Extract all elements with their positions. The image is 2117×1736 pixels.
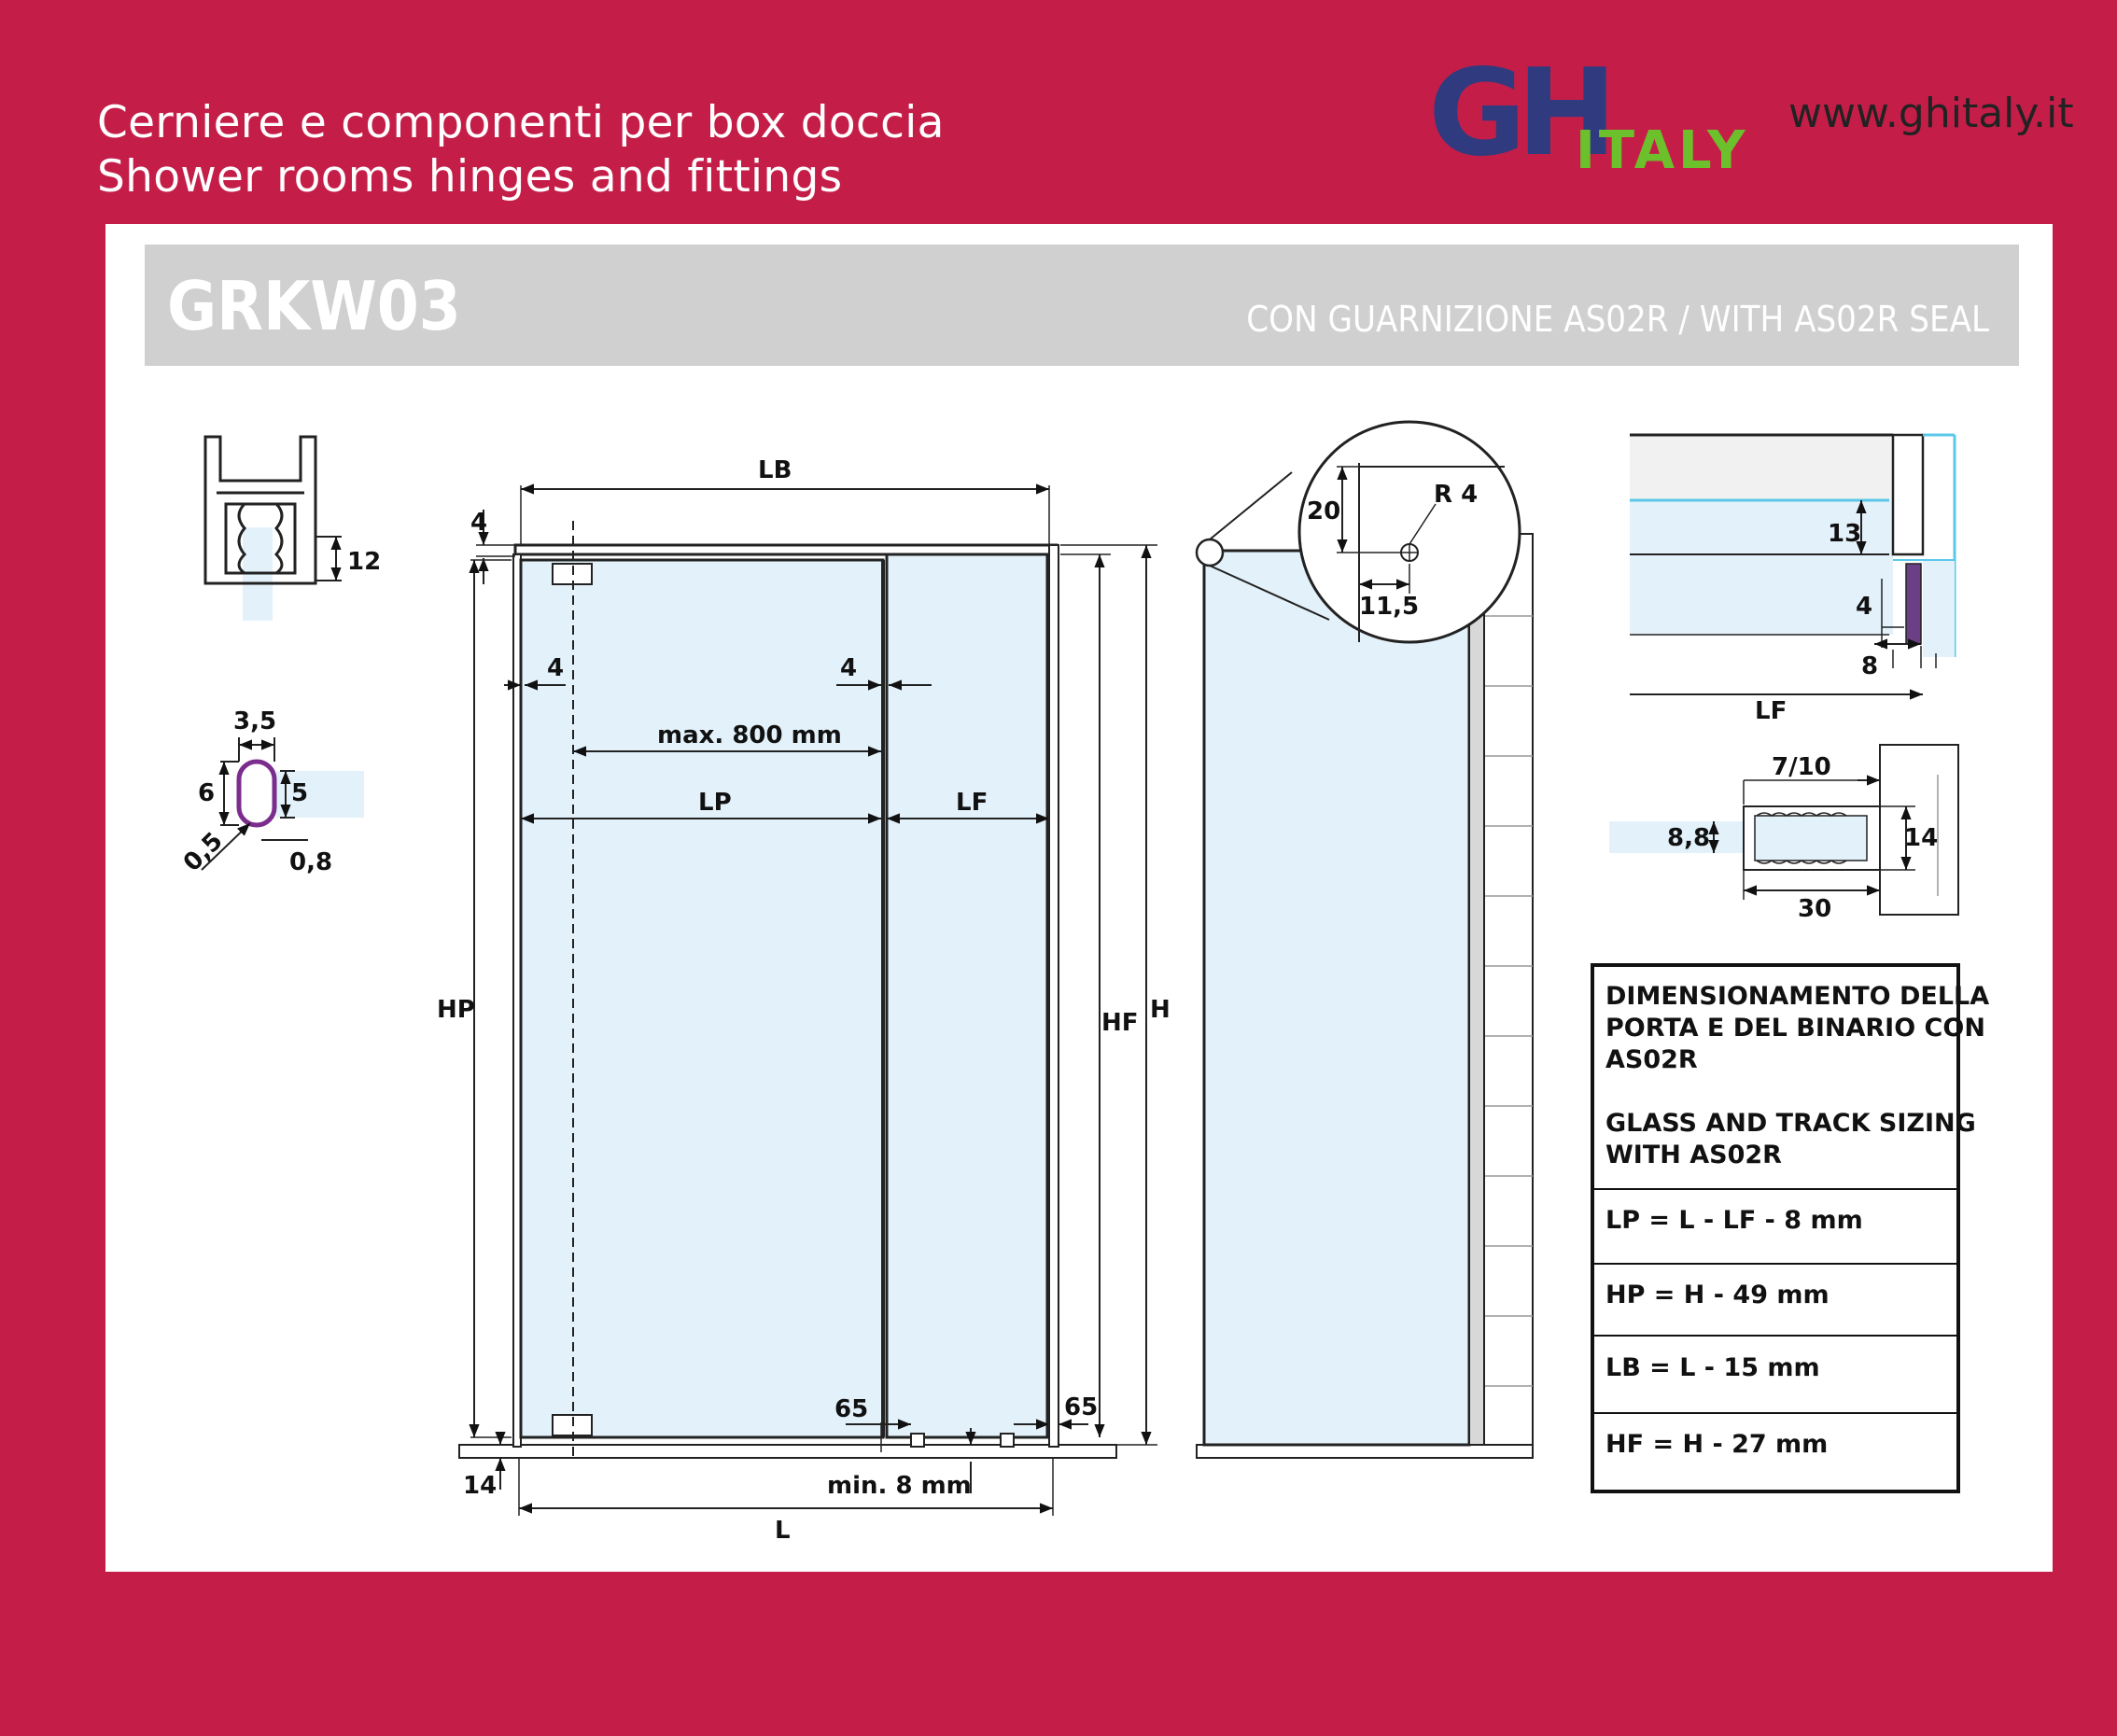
formula-title-en-2: WITH AS02R [1605,1141,1782,1169]
formula-title-en-1: GLASS AND TRACK SIZING [1605,1109,1976,1138]
front-elevation [458,483,1157,1516]
formula-row-lb: LB = L - 15 mm [1605,1353,1820,1382]
dim-lb: LB [758,456,792,484]
dim-lp: LP [698,789,732,817]
track-dim-13: 13 [1828,520,1861,548]
logo-gh: GH [1428,44,1617,183]
clamp-dim-30: 30 [1798,895,1831,923]
dim-top-4: 4 [470,509,487,537]
seal-dim-35: 3,5 [233,707,276,735]
dim-hp: HP [437,996,475,1024]
brand-logo[interactable]: GH ITALY [1428,44,1764,183]
header-title-en: Shower rooms hinges and fittings [97,151,843,203]
title-bar: GRKW03 CON GUARNIZIONE AS02R / WITH AS02… [145,245,2019,366]
dim-left-4: 4 [547,654,564,682]
formula-title-it-2: PORTA E DEL BINARIO CON [1605,1014,1985,1043]
side-elevation [1195,420,1534,1459]
seal-dim-05: 0,5 [178,827,229,877]
dim-hf: HF [1101,1009,1139,1037]
logo-italy: ITALY [1576,120,1749,181]
seal-dim-08: 0,8 [289,848,332,876]
formula-title-it-1: DIMENSIONAMENTO DELLA [1605,982,1989,1011]
dim-max-800: max. 800 mm [657,721,842,749]
formula-row-lp: LP = L - LF - 8 mm [1605,1206,1863,1235]
side-dim-r4: R 4 [1434,481,1478,509]
profile-dim-12: 12 [347,548,381,576]
dim-65-right: 65 [1064,1393,1098,1421]
product-code: GRKW03 [167,267,461,345]
side-dim-20: 20 [1307,497,1340,525]
clamp-detail [1609,744,1959,916]
track-dim-lf: LF [1755,697,1787,725]
formula-row-hp: HP = H - 49 mm [1605,1281,1830,1309]
formula-title-it-3: AS02R [1605,1045,1698,1074]
seal-dim-6: 6 [198,779,215,807]
clamp-dim-710: 7/10 [1772,753,1831,781]
seal-detail [201,737,364,871]
dim-l: L [775,1517,791,1545]
dim-lf: LF [956,789,988,817]
dim-65-left: 65 [834,1395,868,1423]
clamp-dim-88: 8,8 [1667,824,1710,852]
track-dim-4: 4 [1856,593,1872,621]
track-profile-detail [203,435,342,621]
clamp-dim-14: 14 [1904,824,1938,852]
track-section-detail [1630,433,1956,700]
product-subtitle: CON GUARNIZIONE AS02R / WITH AS02R SEAL [1246,299,1989,340]
header-title-it: Cerniere e componenti per box doccia [97,97,945,148]
dim-h: H [1150,996,1171,1024]
track-dim-8: 8 [1861,652,1878,680]
dim-mid-4: 4 [840,654,857,682]
formula-row-hf: HF = H - 27 mm [1605,1430,1828,1459]
dim-bottom-14: 14 [463,1472,497,1500]
side-dim-115: 11,5 [1359,593,1419,621]
seal-dim-5: 5 [291,779,308,807]
dim-min-8: min. 8 mm [827,1472,972,1500]
website-link[interactable]: www.ghitaly.it [1788,90,2074,137]
formula-box [1591,963,1960,1493]
